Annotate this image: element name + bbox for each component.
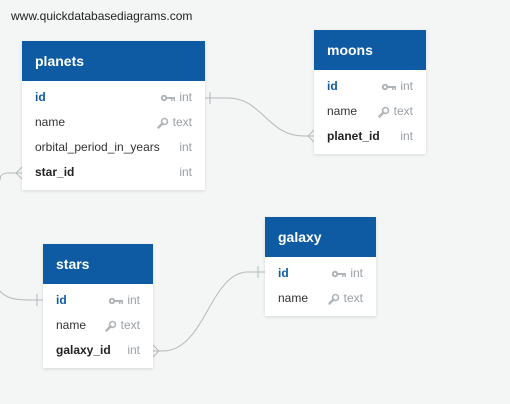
table-header[interactable]: planets (22, 41, 205, 81)
field-name: id (56, 293, 67, 307)
field-type: text (393, 104, 413, 118)
field-type: int (400, 129, 413, 143)
key-icon (332, 270, 347, 278)
field-row[interactable]: star_id int (22, 160, 205, 185)
table-planets[interactable]: planets id int name text orbital_period_… (22, 41, 205, 190)
field-row[interactable]: name text (43, 313, 153, 338)
field-row[interactable]: id int (22, 85, 205, 110)
field-row[interactable]: name text (265, 286, 376, 311)
field-row[interactable]: name text (314, 99, 426, 124)
field-type: text (172, 115, 192, 129)
field-type: text (343, 291, 363, 305)
field-type: int (400, 79, 413, 93)
field-name: name (327, 104, 358, 118)
field-name: orbital_period_in_years (35, 140, 160, 154)
many-marker (152, 344, 160, 358)
table-header[interactable]: stars (43, 244, 153, 284)
field-name: planet_id (327, 129, 380, 143)
field-name: name (278, 291, 309, 305)
field-type: int (179, 90, 192, 104)
key-icon (382, 83, 397, 91)
field-row[interactable]: id int (265, 261, 376, 286)
field-name: star_id (35, 165, 75, 179)
field-name: id (327, 79, 338, 93)
field-type: int (179, 165, 192, 179)
search-icon (327, 293, 339, 305)
field-row[interactable]: planet_id int (314, 124, 426, 149)
many-marker (15, 166, 23, 180)
field-name: id (278, 266, 289, 280)
field-row[interactable]: id int (314, 74, 426, 99)
many-marker (307, 129, 315, 143)
field-row[interactable]: galaxy_id int (43, 338, 153, 363)
connector-stars-galaxy (153, 271, 265, 352)
key-icon (109, 297, 124, 305)
watermark: www.quickdatabasediagrams.com (11, 9, 193, 23)
field-type: int (179, 140, 192, 154)
connector-moons-planets (205, 97, 314, 137)
field-type: int (350, 266, 363, 280)
field-name: id (35, 90, 46, 104)
search-icon (104, 320, 116, 332)
field-name: name (56, 318, 87, 332)
field-row[interactable]: name text (22, 110, 205, 135)
table-header[interactable]: galaxy (265, 217, 376, 257)
connector-planets-stars (0, 172, 22, 181)
search-icon (377, 106, 389, 118)
connector-stars-planets (0, 290, 43, 301)
table-galaxy[interactable]: galaxy id int name text (265, 217, 376, 316)
field-name: name (35, 115, 66, 129)
field-row[interactable]: id int (43, 288, 153, 313)
table-header[interactable]: moons (314, 30, 426, 70)
field-type: int (127, 343, 140, 357)
field-row[interactable]: orbital_period_in_years int (22, 135, 205, 160)
search-icon (156, 117, 168, 129)
table-moons[interactable]: moons id int name text planet_id int (314, 30, 426, 154)
field-name: galaxy_id (56, 343, 111, 357)
key-icon (161, 94, 176, 102)
field-type: text (120, 318, 140, 332)
field-type: int (127, 293, 140, 307)
table-stars[interactable]: stars id int name text galaxy_id int (43, 244, 153, 368)
